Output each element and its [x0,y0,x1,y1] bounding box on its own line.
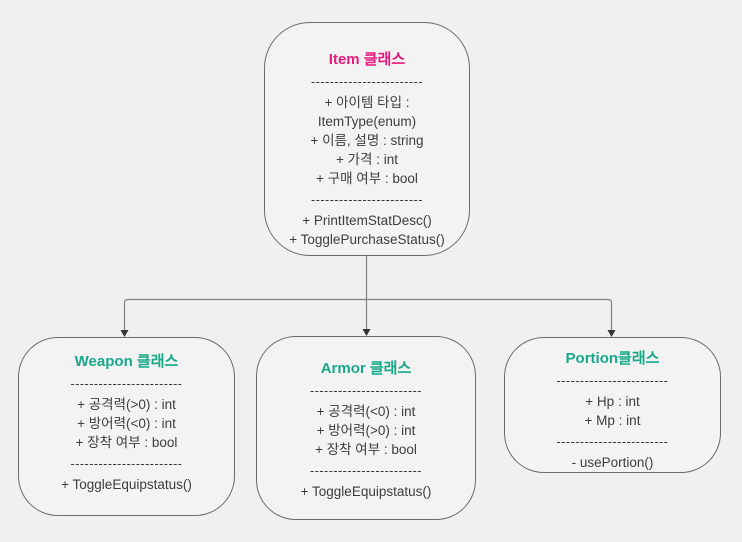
attribute-line: + 이름, 설명 : string [310,133,424,148]
method-line: + ToggleEquipstatus() [61,477,192,492]
method-line: + ToggleEquipstatus() [300,484,432,499]
attribute-line: + 구매 여부 : bool [316,171,418,186]
class-box-weapon: Weapon 클래스 ------------------------ + 공격… [18,337,235,516]
attribute-line: ItemType(enum) [317,114,417,129]
attribute-line: + Hp : int [585,394,640,409]
arrow-down-weapon-icon [120,330,129,337]
attribute-line: + Mp : int [584,413,641,428]
class-title: Portion클래스 [565,350,660,367]
attribute-line: + 아이템 타입 : [324,95,410,110]
separator-line: ------------------------ [311,194,423,206]
separator-line: ------------------------ [70,458,183,470]
class-box-armor: Armor 클래스 ------------------------ + 공격력… [256,336,476,520]
separator-line: ------------------------ [310,385,422,397]
separator-line: ------------------------ [556,436,669,448]
method-line: - usePortion() [571,455,654,470]
arrow-down-portion-icon [607,330,616,337]
class-box-item: Item 클래스 ------------------------ + 아이템 … [264,22,470,256]
attribute-line: + 장착 여부 : bool [315,442,417,457]
arrow-down-armor-icon [362,329,371,336]
attribute-line: + 방어력(<0) : int [77,416,176,431]
separator-line: ------------------------ [70,378,183,390]
attribute-line: + 공격력(>0) : int [77,397,176,412]
separator-line: ------------------------ [310,465,422,477]
separator-line: ------------------------ [311,76,423,88]
attribute-line: + 장착 여부 : bool [75,435,178,450]
attribute-line: + 방어력(>0) : int [316,423,416,438]
class-title: Armor 클래스 [320,360,412,377]
class-title: Item 클래스 [328,51,406,68]
class-title: Weapon 클래스 [74,353,179,370]
method-line: + TogglePurchaseStatus() [289,232,445,247]
connector-branch-line [123,298,613,331]
separator-line: ------------------------ [556,375,669,387]
method-line: + PrintItemStatDesc() [302,213,432,228]
attribute-line: + 가격 : int [336,152,398,167]
class-box-portion: Portion클래스 ------------------------ + Hp… [504,337,721,473]
attribute-line: + 공격력(<0) : int [316,404,416,419]
